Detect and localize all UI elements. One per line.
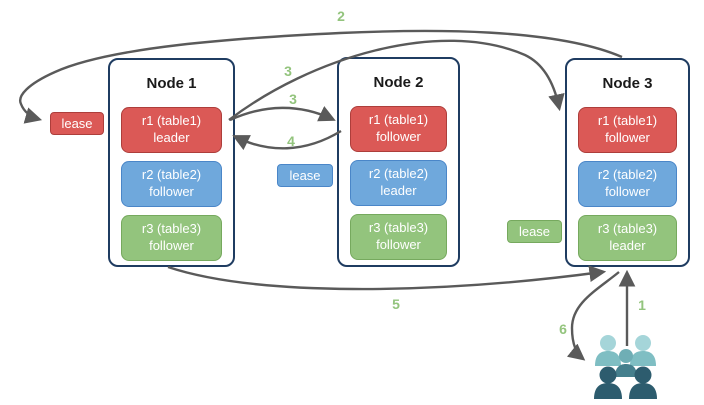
node-2-replica-r1: r1 (table1) follower (350, 106, 447, 152)
node-3-replica-r2: r2 (table2) follower (578, 161, 677, 207)
replica-role: leader (380, 183, 417, 198)
node-2-replica-r2: r2 (table2) leader (350, 160, 447, 206)
lease-badge-table2: lease (277, 164, 333, 187)
replica-name: r2 (table2) (368, 166, 429, 182)
replica-role: leader (153, 130, 190, 145)
step-label-5: 5 (392, 296, 400, 312)
node-2-title: Node 2 (373, 74, 424, 91)
replica-role: follower (149, 238, 194, 253)
replica-role: follower (376, 237, 421, 252)
users-icon (594, 335, 657, 399)
arrow-step-5 (167, 265, 607, 291)
user-top-left (595, 335, 621, 366)
replica-name: r1 (table1) (141, 113, 202, 129)
node-1-title: Node 1 (146, 75, 197, 92)
step-label-2: 2 (337, 8, 345, 24)
replica-role: follower (605, 184, 650, 199)
node-2-box: Node 2 r1 (table1) follower r2 (table2) … (337, 57, 460, 267)
node-1-replica-r2: r2 (table2) follower (121, 161, 222, 207)
replica-role: follower (149, 184, 194, 199)
step-label-3-upper: 3 (284, 63, 292, 79)
node-1-replica-r3: r3 (table3) follower (121, 215, 222, 261)
replica-role: follower (605, 130, 650, 145)
node-3-title: Node 3 (602, 75, 653, 92)
arrow-step-3-to-node2 (229, 106, 336, 122)
replica-name: r1 (table1) (597, 113, 658, 129)
replica-role: leader (609, 238, 646, 253)
replica-name: r3 (table3) (368, 220, 429, 236)
step-label-3-lower: 3 (289, 91, 297, 107)
user-bottom-right (629, 366, 657, 399)
node-1-replica-r1: r1 (table1) leader (121, 107, 222, 153)
step-label-1: 1 (638, 297, 646, 313)
node-3-replica-r3: r3 (table3) leader (578, 215, 677, 261)
node-1-box: Node 1 r1 (table1) leader r2 (table2) fo… (108, 58, 235, 267)
lease-badge-table3: lease (507, 220, 562, 243)
user-bottom-left (594, 366, 622, 399)
node-3-box: Node 3 r1 (table1) follower r2 (table2) … (565, 58, 690, 267)
replica-role: follower (376, 129, 421, 144)
replica-name: r1 (table1) (368, 112, 429, 128)
step-label-4: 4 (287, 133, 295, 149)
user-top-right (630, 335, 656, 366)
node-3-replica-r1: r1 (table1) follower (578, 107, 677, 153)
replica-name: r3 (table3) (597, 221, 658, 237)
node-2-replica-r3: r3 (table3) follower (350, 214, 447, 260)
replica-name: r2 (table2) (141, 167, 202, 183)
step-label-6: 6 (559, 321, 567, 337)
replica-name: r3 (table3) (141, 221, 202, 237)
replica-name: r2 (table2) (597, 167, 658, 183)
lease-badge-table1: lease (50, 112, 104, 135)
user-center (615, 349, 637, 377)
